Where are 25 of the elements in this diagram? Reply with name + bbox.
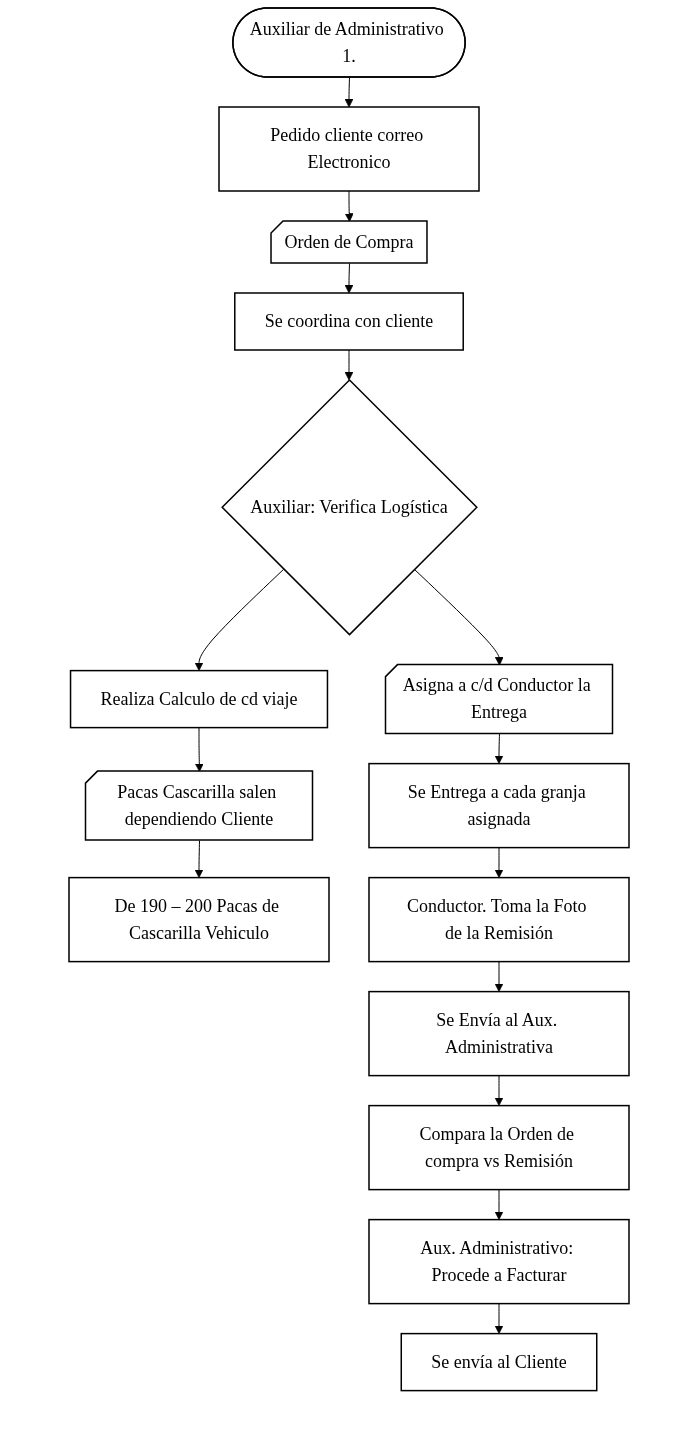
node-box: Se coordina con cliente — [234, 292, 464, 351]
arrow — [494, 847, 504, 878]
node-box: Realiza Calculo de cd viaje — [69, 669, 329, 729]
arrow — [413, 568, 504, 666]
arrow — [194, 840, 204, 878]
arrow — [494, 1189, 504, 1220]
arrow — [194, 727, 204, 772]
node-box: Pedido cliente correo Electronico — [218, 106, 480, 192]
node-box: Compara la Orden de compra vs Remisión — [368, 1104, 630, 1191]
arrow — [194, 568, 285, 671]
arrow — [494, 1075, 504, 1106]
node-box: Se Envía al Aux. Administrativa — [368, 990, 630, 1077]
arrow — [494, 733, 504, 764]
arrow — [344, 77, 354, 108]
arrow — [344, 190, 354, 222]
node-box: Se Entrega a cada granja asignada — [368, 762, 630, 849]
node-box: De 190 – 200 Pacas de Cascarilla Vehiculo — [68, 876, 330, 963]
arrow — [344, 263, 354, 294]
arrow — [494, 1303, 504, 1334]
node-box: Aux. Administrativo: Procede a Facturar — [368, 1218, 630, 1305]
arrow — [494, 961, 504, 992]
node-box: Conductor. Toma la Foto de la Remisión — [368, 876, 630, 963]
node-diamond: Auxiliar: Verifica Logística — [221, 378, 478, 636]
node-box: Se envía al Cliente — [400, 1332, 598, 1392]
arrow — [344, 349, 354, 381]
